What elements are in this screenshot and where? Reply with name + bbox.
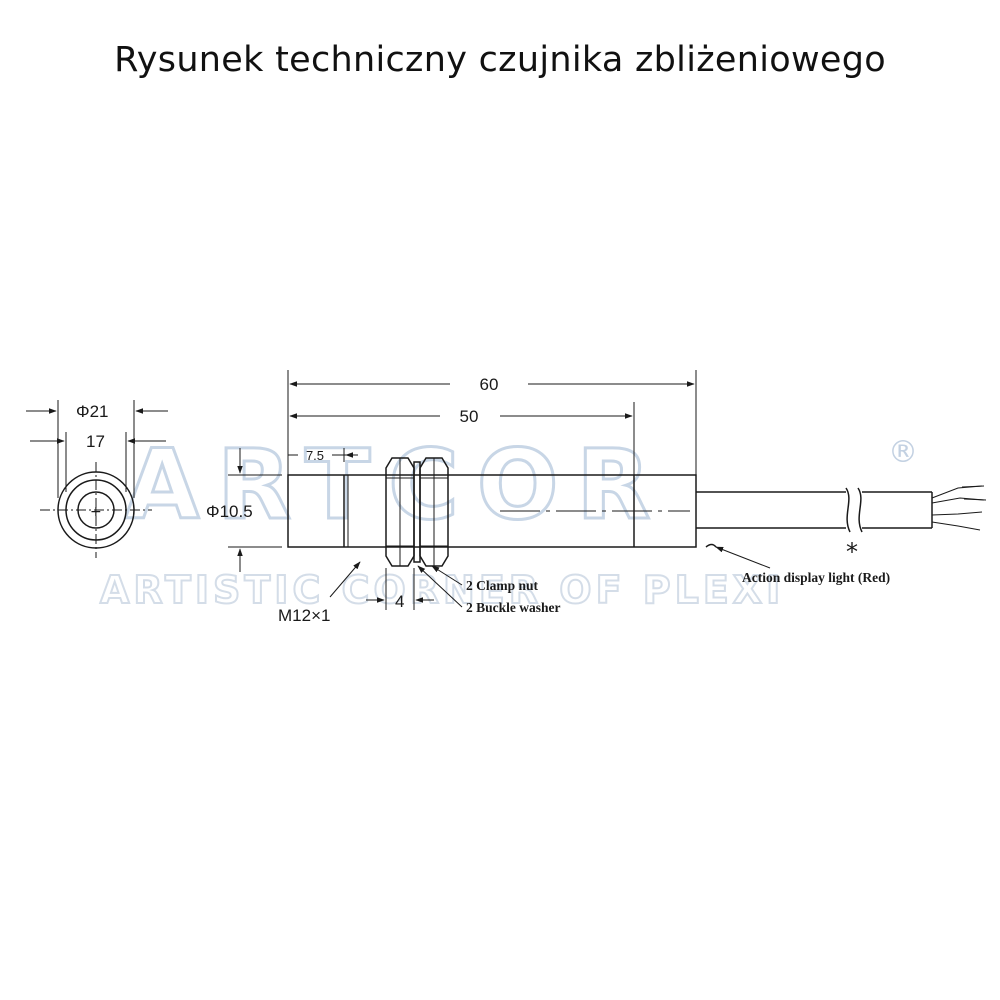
indicator-light [705, 543, 717, 548]
cable-break-left [845, 487, 851, 533]
dim-4-label: 4 [395, 592, 404, 611]
cable [696, 485, 987, 533]
watermark: ARTCOR ® ARTISTIC CORNER OF PLEXI [99, 428, 918, 614]
watermark-brand: ARTCOR [125, 429, 668, 541]
dim-phi105-label: Φ10.5 [206, 502, 253, 521]
cable-break-right [857, 487, 863, 533]
buckle-washer [413, 461, 421, 563]
front-view: + Φ21 17 [26, 400, 168, 558]
wire-2 [931, 497, 985, 504]
dim-50-label: 50 [460, 407, 479, 426]
watermark-registered-mark: ® [888, 435, 918, 470]
dim-60-label: 60 [480, 375, 499, 394]
watermark-tagline: ARTISTIC CORNER OF PLEXI [100, 568, 784, 612]
sensor-body [287, 474, 697, 548]
wire-tips [961, 485, 987, 501]
asterisk-mark: * [846, 538, 858, 566]
page-title: Rysunek techniczny czujnika zbliżenioweg… [114, 40, 886, 80]
annotations: M12×1 4 2 Clamp nut 2 Buckle washer Acti… [278, 538, 890, 625]
dim-phi21-label: Φ21 [76, 402, 108, 421]
thread-spec-label: M12×1 [278, 606, 330, 625]
wire-1 [931, 485, 983, 499]
thread-spec-leader [329, 561, 361, 598]
dim-7-5-label: 7.5 [306, 448, 324, 463]
clamp-nut-leader [431, 565, 463, 586]
wire-3 [931, 511, 983, 516]
indicator-label: Action display light (Red) [742, 570, 890, 585]
buckle-washer-leader [417, 565, 463, 608]
indicator-leader [715, 546, 771, 569]
side-view: 60 50 7.5 Φ10.5 [206, 370, 987, 572]
center-mark: + [90, 504, 102, 520]
dim-17-label: 17 [86, 432, 105, 451]
wire-4 [931, 521, 981, 531]
clamp-nut-right [419, 457, 449, 567]
buckle-washer-label: 2 Buckle washer [466, 600, 561, 615]
clamp-nut-label: 2 Clamp nut [466, 578, 539, 593]
clamp-nuts [385, 457, 449, 567]
